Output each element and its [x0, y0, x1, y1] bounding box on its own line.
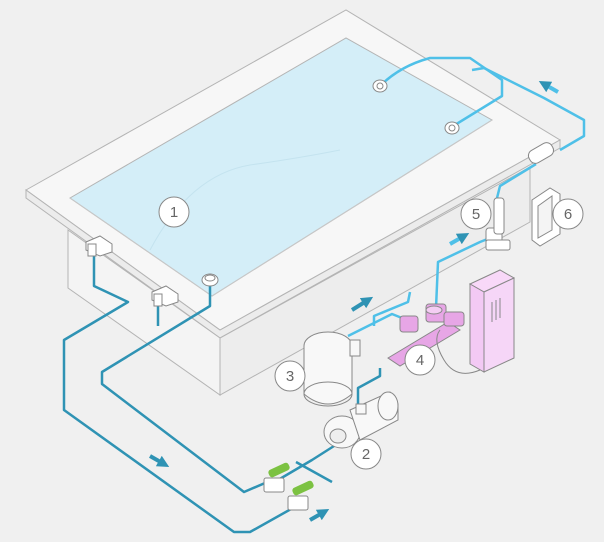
callout-label: 1: [170, 204, 178, 221]
callout-4: 4: [405, 345, 435, 375]
callout-6: 6: [553, 199, 583, 229]
return-inlet-upper: [373, 80, 387, 92]
ball-valve-inner: [264, 462, 291, 492]
manifold-pipe: [296, 462, 332, 482]
callout-5: 5: [461, 199, 491, 229]
arrow-up-left-icon: [544, 84, 558, 92]
arrow-right-icon: [150, 456, 164, 464]
callout-label: 6: [564, 206, 572, 223]
callout-3: 3: [275, 361, 305, 391]
arrow-up-right-icon: [310, 512, 324, 520]
callout-label: 3: [286, 368, 294, 385]
return-inlet-lower: [445, 122, 459, 134]
callout-label: 5: [472, 206, 480, 223]
callout-label: 4: [416, 352, 424, 369]
callout-label: 2: [362, 446, 370, 463]
ball-valve-outer: [288, 480, 315, 510]
floor-drain: [202, 274, 218, 286]
sand-filter: [304, 332, 360, 406]
callout-1: 1: [159, 197, 189, 227]
uv-sterilizer: [526, 140, 560, 246]
callout-2: 2: [351, 439, 381, 469]
